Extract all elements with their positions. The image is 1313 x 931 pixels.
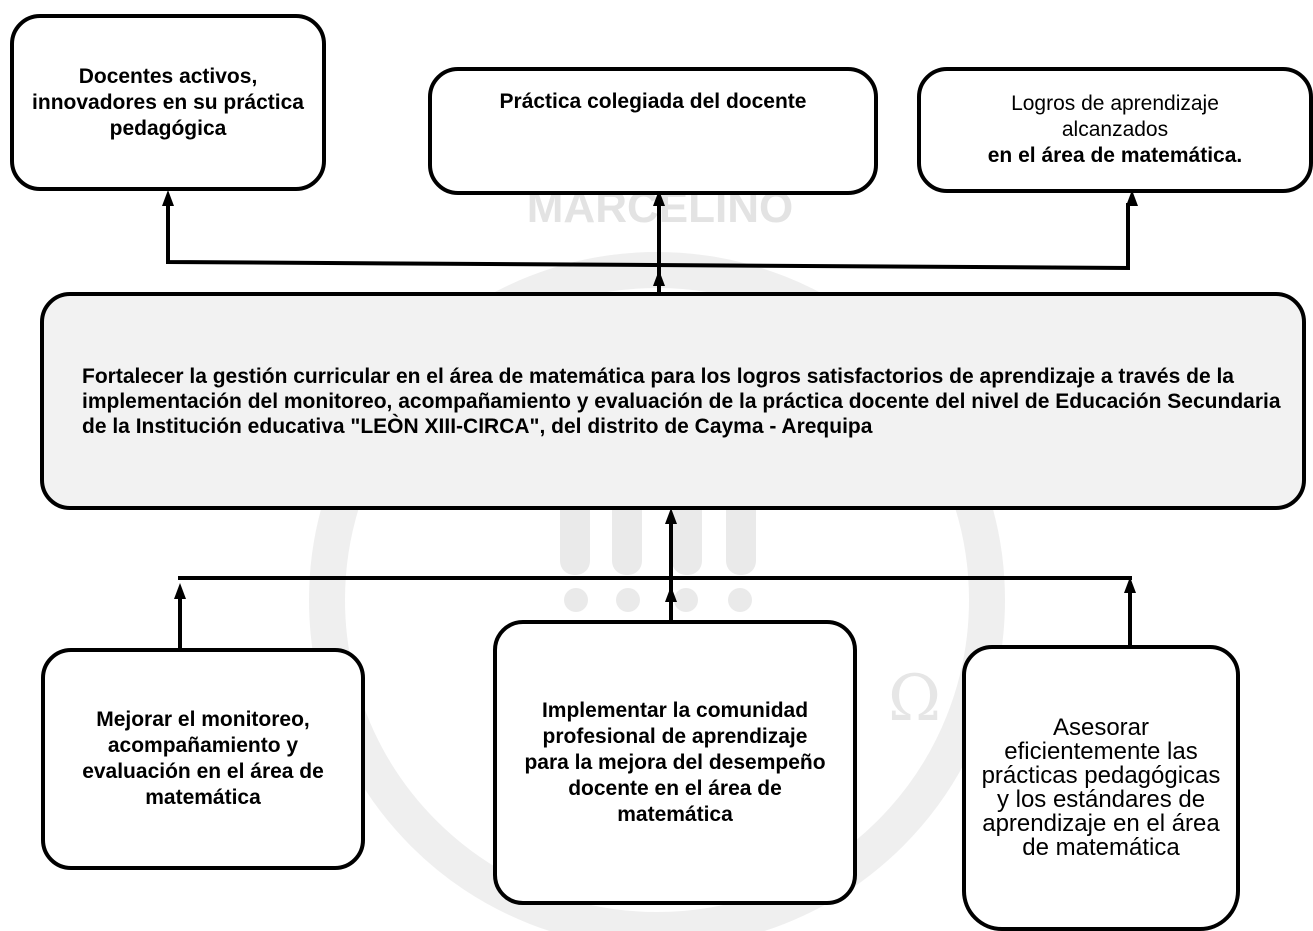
box-docentes-activos: Docentes activos, innovadores en su prác… bbox=[10, 14, 326, 191]
box-comunidad-profesional-text: Implementar la comunidad profesional de … bbox=[524, 698, 826, 826]
arrow-bottom-right bbox=[1124, 577, 1136, 593]
box-logros-line-2: alcanzados bbox=[1061, 118, 1169, 141]
box-logros-aprendizaje: Logros de aprendizaje alcanzados en el á… bbox=[917, 67, 1313, 193]
box-asesorar: Asesorar eficientemente las prácticas pe… bbox=[962, 645, 1240, 931]
box-mejorar-monitoreo: Mejorar el monitoreo, acompañamiento y e… bbox=[41, 648, 365, 870]
arrow-top-left bbox=[162, 190, 174, 206]
box-practica-colegiada: Práctica colegiada del docente bbox=[428, 67, 878, 195]
box-comunidad-profesional: Implementar la comunidad profesional de … bbox=[493, 620, 857, 905]
box-asesorar-text: Asesorar eficientemente las prácticas pe… bbox=[981, 714, 1221, 861]
box-docentes-activos-text: Docentes activos, innovadores en su prác… bbox=[32, 64, 304, 140]
svg-text:Ω: Ω bbox=[888, 662, 941, 736]
arrow-bottom-center bbox=[665, 586, 677, 602]
arrow-main-bottom bbox=[665, 508, 677, 524]
box-objetivo-central-text: Fortalecer la gestión curricular en el á… bbox=[82, 364, 1281, 438]
arrow-bottom-left bbox=[174, 583, 186, 599]
box-objetivo-central: Fortalecer la gestión curricular en el á… bbox=[40, 292, 1306, 510]
arrow-main-up bbox=[653, 270, 665, 286]
box-logros-line-3: en el área de matemática. bbox=[987, 144, 1243, 167]
box-practica-colegiada-text: Práctica colegiada del docente bbox=[499, 90, 807, 113]
box-logros-line-1: Logros de aprendizaje bbox=[1011, 92, 1219, 115]
box-mejorar-monitoreo-text: Mejorar el monitoreo, acompañamiento y e… bbox=[82, 708, 324, 809]
connector-top-left bbox=[166, 203, 1130, 271]
